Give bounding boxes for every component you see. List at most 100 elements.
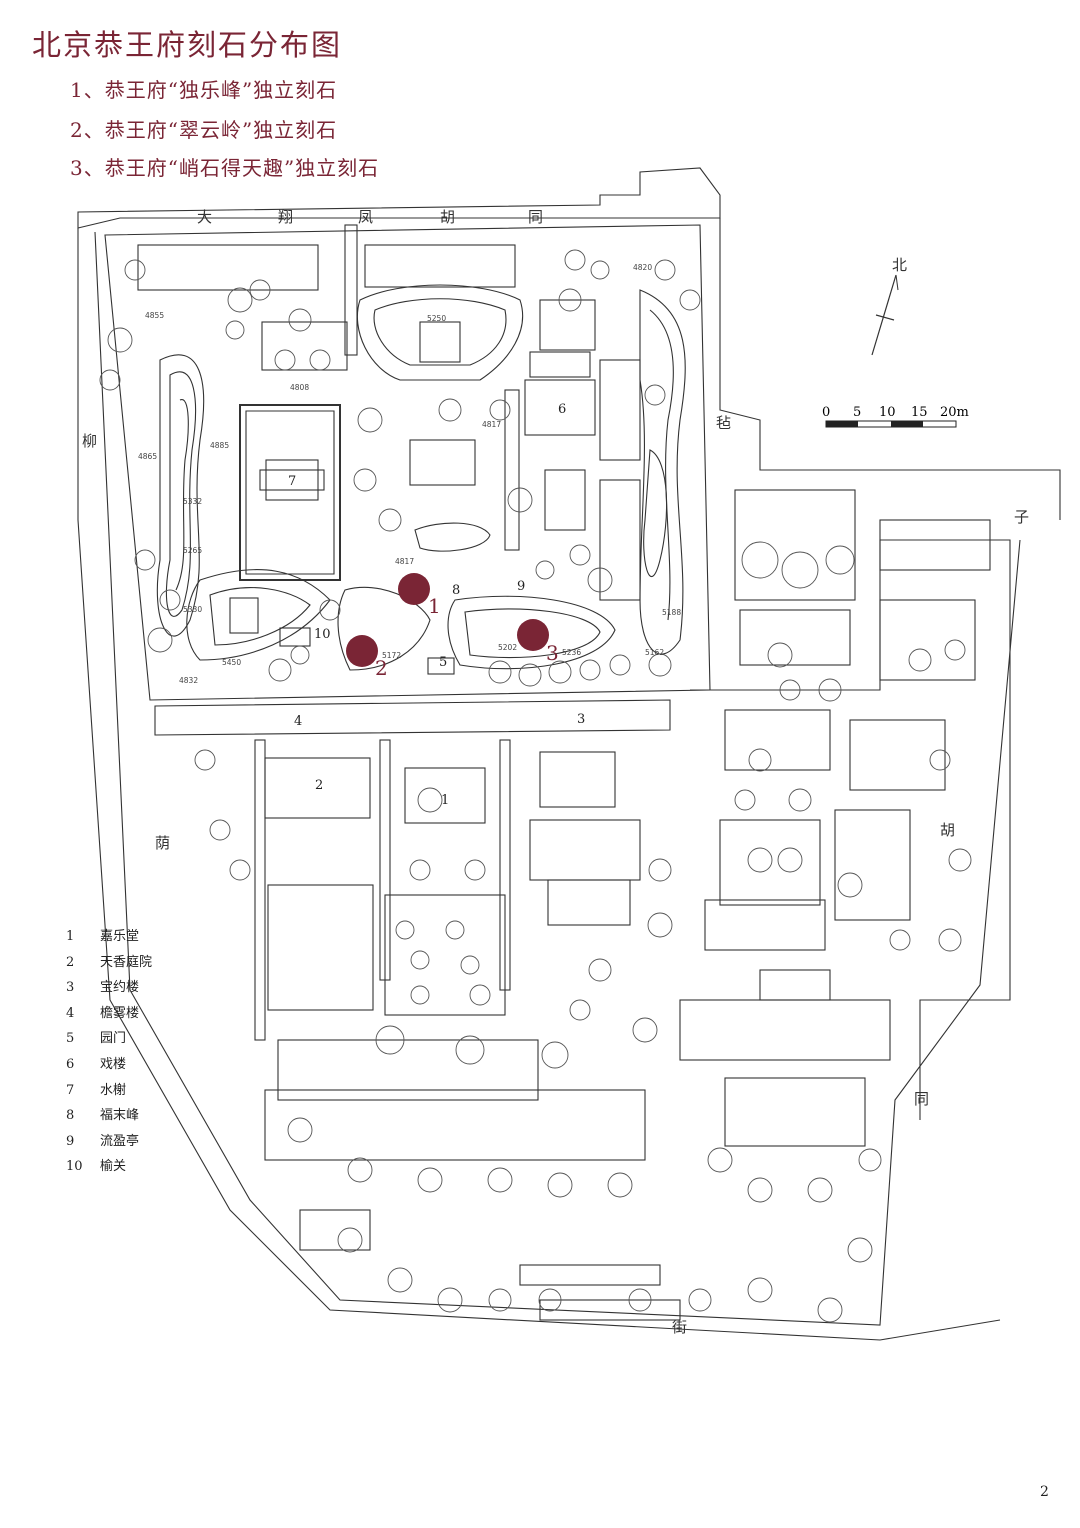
elevation-value: 4885: [210, 441, 229, 450]
pond-inner: [245, 410, 335, 575]
legend-name: 天香庭院: [100, 954, 153, 970]
scale-bar: 0 5 10 15 20m: [822, 405, 969, 428]
building-number: 1: [441, 793, 449, 808]
building-number: 8: [452, 583, 460, 598]
elevation-value: 5172: [382, 651, 401, 660]
legend-name: 宝约楼: [100, 980, 140, 996]
legend-item: 1 嘉乐堂: [66, 924, 152, 950]
legend-item: 9 流盈亭: [66, 1129, 152, 1155]
legend-item: 4 檐雾楼: [66, 1001, 152, 1027]
elevation-value: 5265: [183, 546, 202, 555]
building-number: 4: [294, 714, 302, 729]
street-char: 子: [1014, 508, 1029, 526]
legend-item: 3 宝约楼: [66, 975, 152, 1001]
page-number: 2: [1040, 1484, 1049, 1500]
legend-num: 3: [66, 980, 75, 996]
street-char: 街: [672, 1318, 687, 1336]
north-street-edge: [77, 167, 721, 229]
street-char: 胡: [940, 821, 955, 839]
street-char: 荫: [155, 834, 170, 852]
legend-num: 1: [66, 929, 75, 944]
legend-name: 戏楼: [100, 1056, 127, 1072]
legend-item: 2 天香庭院: [66, 950, 152, 976]
elevation-value: 4817: [482, 420, 501, 429]
stone-markers: 1 2 3: [346, 573, 559, 680]
legend-item: 5 园门: [66, 1026, 152, 1052]
legend-item: 8 福末峰: [66, 1103, 152, 1129]
street-char: 大: [197, 208, 212, 226]
stone-marker-label: 3: [546, 641, 559, 665]
building-number: 6: [558, 402, 566, 417]
elevation-value: 5330: [183, 605, 202, 614]
garden-boundary: [104, 224, 711, 701]
legend-name: 榆关: [100, 1159, 127, 1175]
building-number: 5: [439, 655, 447, 670]
legend: 1 嘉乐堂 2 天香庭院 3 宝约楼 4 檐雾楼 5 园门 6 戏楼 7 水榭 8 福末峰 9 流…: [66, 924, 152, 1180]
building-number: 9: [517, 579, 525, 594]
elevation-value: 5188: [662, 608, 681, 617]
legend-item: 10 榆关: [66, 1154, 152, 1180]
stone-marker-1[interactable]: [398, 573, 430, 605]
scale-label: 10: [879, 405, 896, 420]
street-labels: 大 翔 凤 胡 同 柳 荫 毡 子 胡 同 街: [82, 208, 1029, 1336]
legend-name: 流盈亭: [100, 1133, 140, 1149]
north-arrow: 北: [871, 256, 907, 356]
north-label: 北: [892, 256, 907, 274]
inner-wall: [94, 231, 1021, 1326]
legend-name: 福末峰: [100, 1108, 140, 1124]
building-number: 2: [315, 778, 323, 793]
legend-num: 8: [66, 1108, 75, 1124]
legend-num: 5: [66, 1031, 75, 1047]
elevation-value: 4855: [145, 311, 164, 320]
elevation-value: 5450: [222, 658, 241, 667]
stone-marker-label: 2: [375, 656, 388, 680]
street-char: 毡: [716, 414, 731, 432]
legend-name: 檐雾楼: [100, 1005, 140, 1021]
elevation-value: 5236: [562, 648, 581, 657]
legend-name: 水榭: [100, 1082, 127, 1098]
building-number: 3: [577, 712, 585, 727]
pavilion-7: [265, 459, 319, 501]
elevation-points: 4855 4808 4885 4865 5332 5265 5330 5450 …: [138, 263, 681, 685]
legend-item: 6 戏楼: [66, 1052, 152, 1078]
legend-num: 7: [66, 1082, 75, 1098]
elevation-value: 5162: [645, 648, 664, 657]
elevation-value: 5250: [427, 314, 446, 323]
east-street-edge: [719, 218, 1061, 520]
trees: [99, 249, 972, 1323]
subtitle-stone-3: 3、恭王府“峭石得天趣”独立刻石: [70, 156, 380, 180]
south-west-street-edge: [77, 228, 1001, 1341]
building-number: 7: [288, 474, 296, 489]
subtitle-stone-1: 1、恭王府“独乐峰”独立刻石: [70, 78, 338, 102]
elevation-value: 4832: [179, 676, 198, 685]
legend-name: 嘉乐堂: [100, 929, 140, 944]
legend-item: 7 水榭: [66, 1078, 152, 1104]
scale-label: 0: [822, 405, 830, 420]
legend-num: 2: [66, 954, 75, 970]
street-char: 同: [914, 1090, 929, 1108]
stone-marker-3[interactable]: [517, 619, 549, 651]
street-char: 翔: [278, 208, 293, 226]
scale-label: 5: [853, 405, 861, 420]
street-char: 胡: [440, 208, 455, 226]
elevation-value: 5332: [183, 497, 202, 506]
stone-marker-label: 1: [428, 594, 441, 618]
legend-name: 园门: [100, 1031, 127, 1047]
subtitle-stone-2: 2、恭王府“翠云岭”独立刻石: [70, 118, 338, 142]
building-numbers: 1 2 3 4 5 6 7 8 9 10: [288, 402, 585, 808]
elevation-value: 4865: [138, 452, 157, 461]
legend-num: 10: [66, 1159, 83, 1175]
legend-num: 9: [66, 1133, 75, 1149]
street-char: 凤: [358, 208, 373, 226]
street-char: 柳: [82, 432, 97, 450]
building-number: 10: [314, 627, 331, 642]
elevation-value: 5202: [498, 643, 517, 652]
elevation-value: 4808: [290, 383, 309, 392]
bat-pond: [414, 522, 491, 552]
stone-marker-2[interactable]: [346, 635, 378, 667]
map-title: 北京恭王府刻石分布图: [32, 28, 343, 62]
legend-num: 4: [66, 1005, 75, 1021]
pond-outline: [239, 404, 341, 581]
legend-num: 6: [66, 1056, 75, 1072]
